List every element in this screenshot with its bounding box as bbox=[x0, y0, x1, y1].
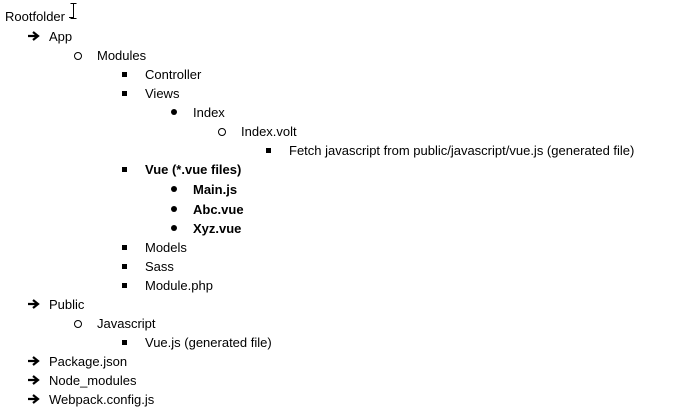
list-item-label: Index.volt bbox=[241, 124, 297, 139]
dot-bullet-icon bbox=[171, 186, 177, 192]
square-bullet-icon bbox=[266, 148, 271, 153]
list-item-label: Sass bbox=[145, 259, 174, 274]
list-item-label: Module.php bbox=[145, 278, 213, 293]
list-item-label: Vue.js (generated file) bbox=[145, 335, 272, 350]
list-item-label: Vue (*.vue files) bbox=[145, 162, 242, 177]
list-item-label: Public bbox=[49, 297, 85, 312]
list-item-label: Node_modules bbox=[49, 373, 137, 388]
text-cursor-icon bbox=[70, 3, 77, 19]
arrow-icon bbox=[28, 27, 40, 46]
list-item-label: Javascript bbox=[97, 316, 156, 331]
dot-bullet-icon bbox=[171, 206, 177, 212]
arrow-icon bbox=[28, 371, 40, 390]
list-item-label: Fetch javascript from public/javascript/… bbox=[289, 143, 635, 158]
root-folder-label: Rootfolder bbox=[5, 9, 65, 24]
arrow-icon bbox=[28, 390, 40, 409]
list-item-label: Package.json bbox=[49, 354, 128, 369]
dot-bullet-icon bbox=[171, 109, 177, 115]
square-bullet-icon bbox=[122, 245, 127, 250]
list-item-label: Index bbox=[193, 105, 225, 120]
circle-bullet-icon bbox=[218, 128, 226, 136]
square-bullet-icon bbox=[122, 340, 127, 345]
list-item-label: Models bbox=[145, 240, 187, 255]
list-item-label: App bbox=[49, 29, 73, 44]
list-item-label: Webpack.config.js bbox=[49, 392, 155, 407]
arrow-icon bbox=[28, 295, 40, 314]
square-bullet-icon bbox=[122, 264, 127, 269]
square-bullet-icon bbox=[122, 283, 127, 288]
root-underline-stroke bbox=[69, 17, 73, 18]
list-item-label: Controller bbox=[145, 67, 202, 82]
circle-bullet-icon bbox=[74, 52, 82, 60]
square-bullet-icon bbox=[122, 72, 127, 77]
circle-bullet-icon bbox=[74, 320, 82, 328]
list-item-label: Modules bbox=[97, 48, 147, 63]
list-item-label: Views bbox=[145, 86, 180, 101]
square-bullet-icon bbox=[122, 91, 127, 96]
list-item-label: Abc.vue bbox=[193, 202, 244, 217]
dot-bullet-icon bbox=[171, 225, 177, 231]
square-bullet-icon bbox=[122, 167, 127, 172]
list-item-label: Xyz.vue bbox=[193, 221, 242, 236]
arrow-icon bbox=[28, 352, 40, 371]
list-item-label: Main.js bbox=[193, 182, 238, 197]
